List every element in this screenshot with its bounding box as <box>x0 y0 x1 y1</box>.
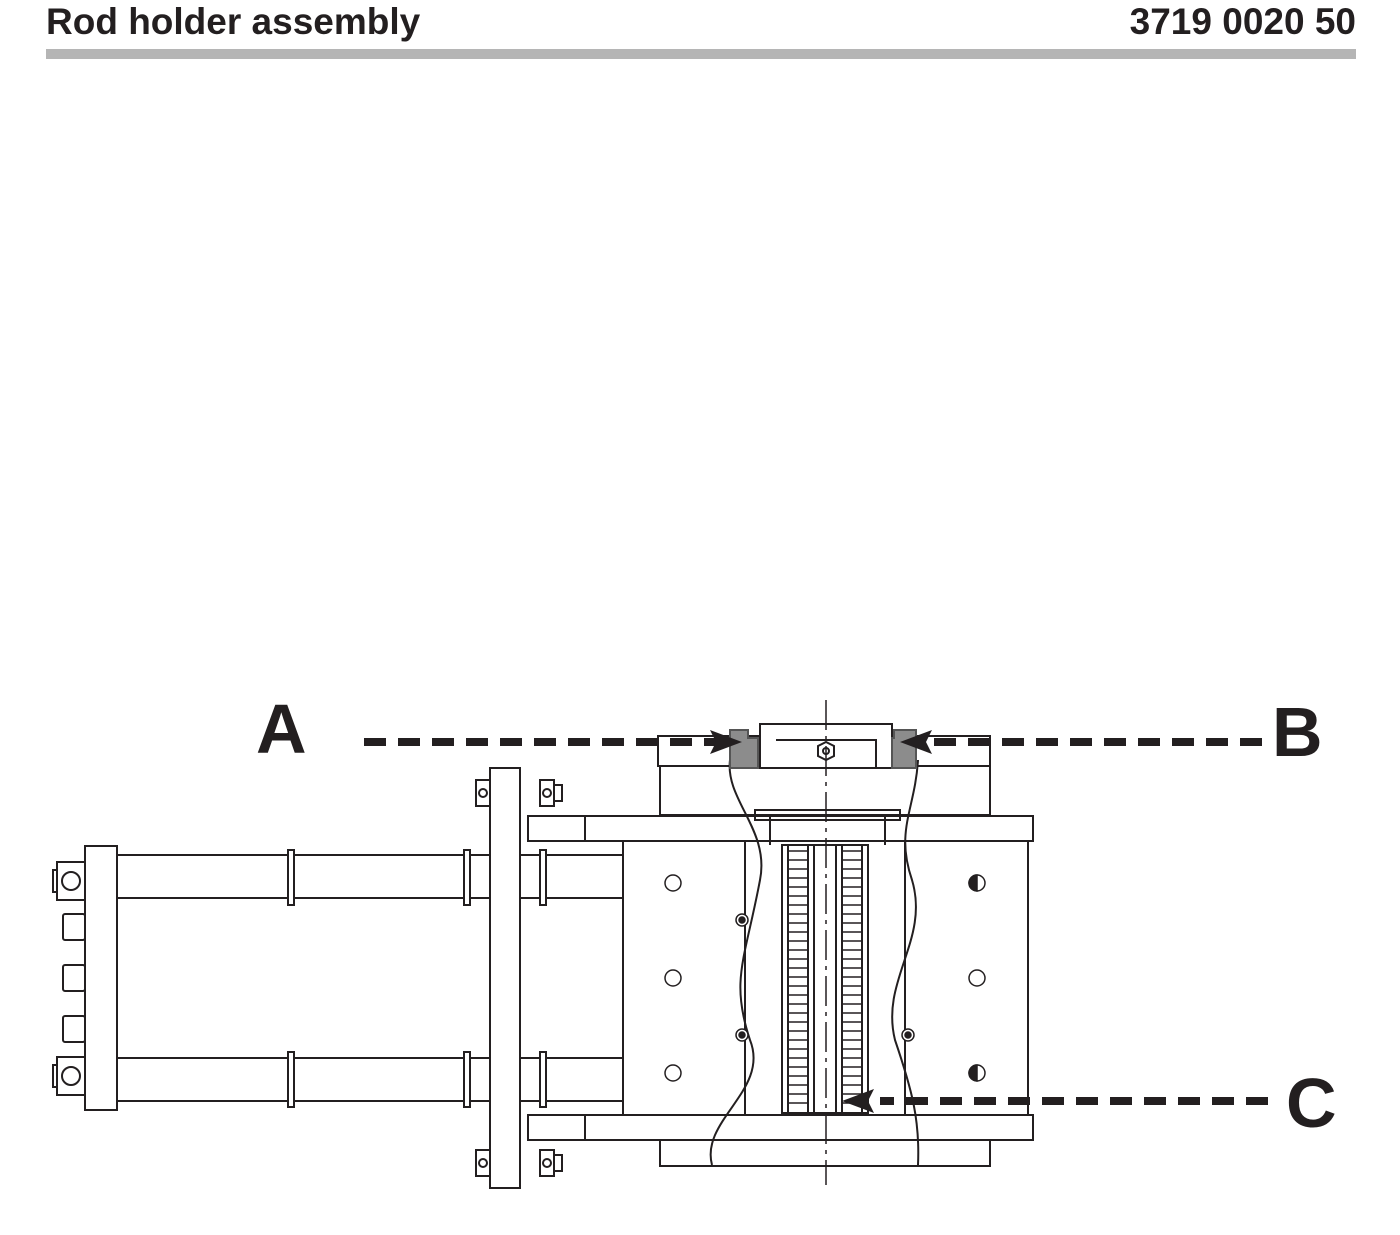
tie-rods <box>116 849 625 1108</box>
callout-label-c: C <box>1286 1064 1337 1142</box>
header-rule <box>46 49 1356 59</box>
page-header: Rod holder assembly 3719 0020 50 <box>46 0 1356 48</box>
part-number: 3719 0020 50 <box>1129 1 1356 42</box>
mounting-holes <box>664 874 986 1082</box>
middle-flange <box>475 767 563 1189</box>
callout-label-a: A <box>256 690 307 768</box>
left-end-plate <box>52 845 118 1111</box>
rod-grip-ribs <box>788 850 862 1104</box>
cutaway-section <box>709 759 920 1166</box>
callout-label-b: B <box>1272 693 1323 771</box>
callout-arrowheads <box>710 730 932 1113</box>
callout-leaders <box>364 738 1268 1105</box>
page-title: Rod holder assembly <box>46 1 421 42</box>
